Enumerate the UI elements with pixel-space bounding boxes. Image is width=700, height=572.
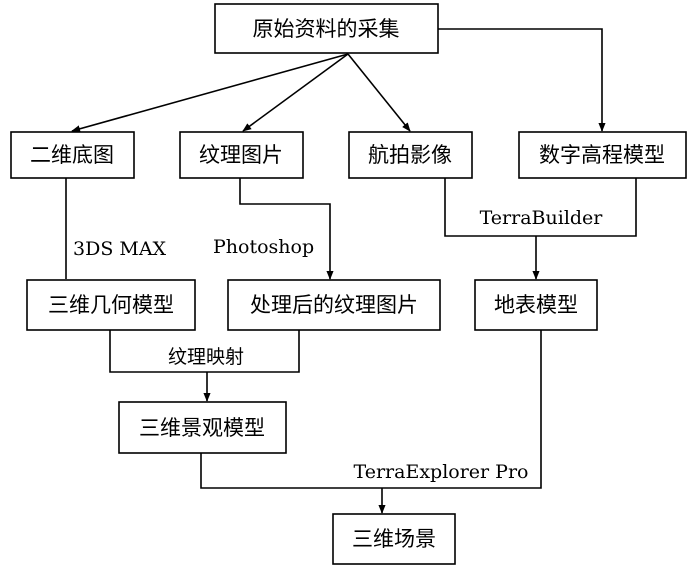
node-texture-label: 纹理图片 — [199, 143, 283, 167]
node-landscape-model-label: 三维景观模型 — [139, 416, 265, 440]
edge-geometry-to-landscape — [109, 330, 300, 373]
node-processed-texture-label: 处理后的纹理图片 — [250, 293, 418, 317]
edge-source-to-aerial — [347, 53, 411, 132]
node-terrain-model: 地表模型 — [474, 279, 598, 331]
node-base-map-label: 二维底图 — [30, 143, 114, 167]
node-source: 原始资料的采集 — [214, 3, 439, 54]
node-landscape-model: 三维景观模型 — [118, 401, 287, 454]
edge-aerial-to-terrain — [444, 178, 637, 237]
label-3ds-max: 3DS MAX — [73, 238, 167, 260]
node-aerial: 航拍影像 — [348, 131, 473, 179]
node-source-label: 原始资料的采集 — [253, 17, 400, 41]
node-terrain-model-label: 地表模型 — [494, 293, 578, 317]
node-dem: 数字高程模型 — [518, 131, 687, 179]
node-aerial-label: 航拍影像 — [368, 143, 452, 167]
label-texture-mapping: 纹理映射 — [168, 346, 244, 368]
edge-source-to-dem — [438, 28, 606, 132]
node-texture: 纹理图片 — [179, 131, 304, 179]
label-photoshop: Photoshop — [213, 236, 314, 258]
node-dem-label: 数字高程模型 — [539, 143, 665, 167]
edge-landscape-to-scene — [200, 330, 542, 489]
node-geometry-model: 三维几何模型 — [26, 279, 196, 331]
connectors — [65, 28, 637, 514]
edge-texture-to-processed — [239, 178, 334, 280]
edge-source-to-base-map — [71, 53, 349, 133]
edge-source-to-texture — [242, 53, 349, 132]
node-processed-texture: 处理后的纹理图片 — [227, 279, 441, 331]
label-terrabuilder: TerraBuilder — [480, 207, 604, 229]
node-geometry-model-label: 三维几何模型 — [48, 293, 174, 317]
node-scene-label: 三维场景 — [352, 527, 436, 551]
label-terraexplorer: TerraExplorer Pro — [354, 461, 529, 483]
node-base-map: 二维底图 — [10, 131, 135, 179]
node-scene: 三维场景 — [332, 513, 456, 565]
